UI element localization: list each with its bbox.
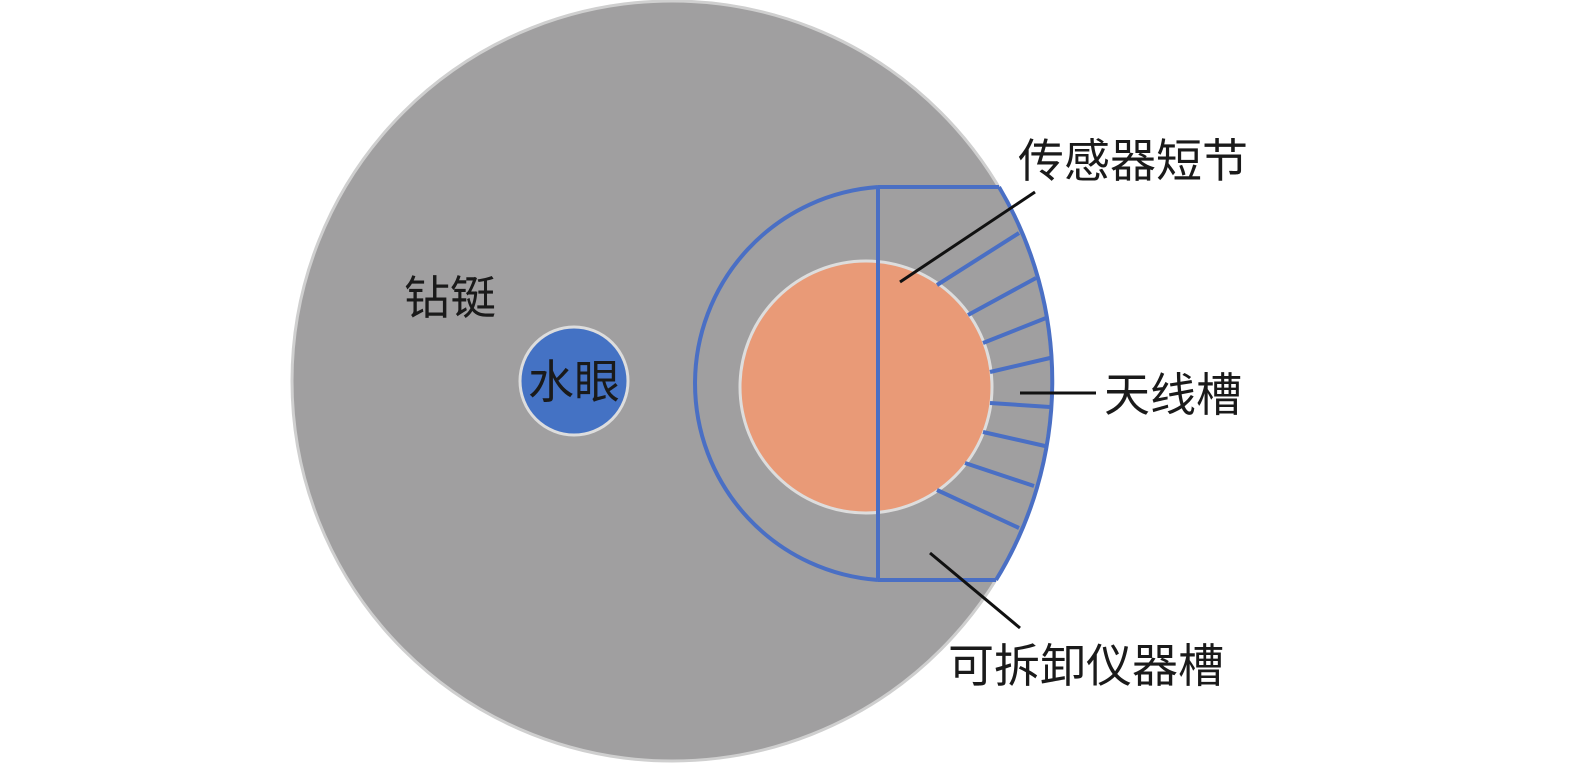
- leader-sensor-sub: [899, 190, 1036, 284]
- label-removable-instrument-slot: 可拆卸仪器槽: [948, 639, 1224, 693]
- label-water-hole: 水眼: [528, 355, 620, 409]
- label-drill-collar: 钻铤: [404, 271, 496, 325]
- water-hole: [518, 325, 630, 437]
- sensor-sub: [738, 259, 994, 515]
- removable-instrument-slot-outline: [693, 185, 1055, 582]
- label-antenna-slot: 天线槽: [1104, 368, 1242, 422]
- leader-lines: [899, 190, 1096, 630]
- leader-instrument-slot: [929, 551, 1021, 630]
- antenna-slot-lines: [935, 231, 1051, 530]
- label-sensor-sub: 传感器短节: [1018, 134, 1248, 188]
